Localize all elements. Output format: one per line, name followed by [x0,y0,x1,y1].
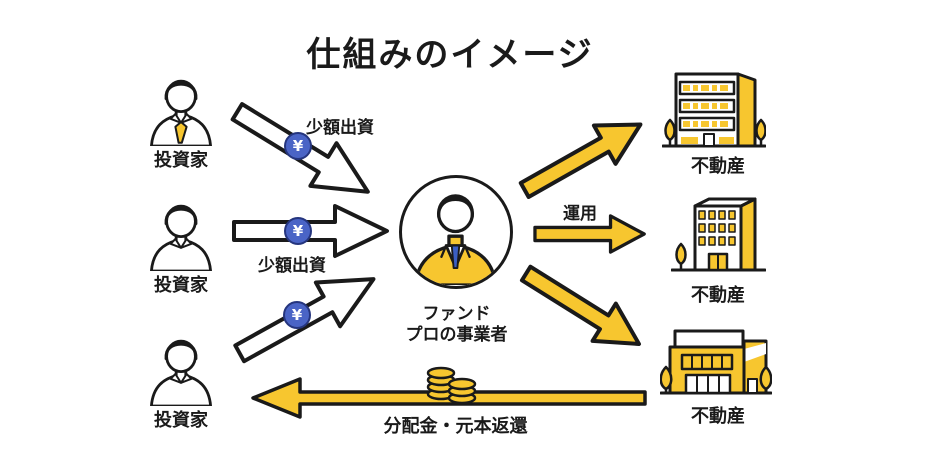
investor-icon [141,326,221,406]
property-label: 不動産 [691,156,745,177]
fund-label-line1: ファンド [422,304,491,324]
fund-label-line2: プロの事業者 [405,325,508,345]
yen-coin-icon: ¥ [284,217,312,245]
property-label: 不動産 [691,285,745,306]
coin-stack-icon [426,366,477,404]
investor-3: 投資家 [126,326,236,432]
investor-label: 投資家 [154,150,208,171]
investor-icon [141,66,221,146]
building-shop-icon [660,329,772,395]
investment-label-middle: 少額出資 [258,256,326,276]
operation-label: 運用 [563,204,597,224]
return-label: 分配金・元本返還 [383,416,528,437]
property-label: 不動産 [691,406,745,427]
building-apartment-icon [662,72,766,148]
investor-icon [141,191,221,271]
tie-shape [174,121,188,144]
diagram-title: 仕組みのイメージ [306,34,594,75]
fund-manager-icon [413,194,498,285]
investor-2: 投資家 [126,191,236,297]
operation-arrow-top [518,122,643,199]
building-office-icon [671,197,766,272]
yen-coin-icon: ¥ [284,132,312,160]
operation-arrow-bottom [519,264,641,346]
investor-label: 投資家 [154,410,208,431]
operation-arrow-middle [533,214,646,254]
yen-coin-icon: ¥ [283,301,311,329]
fund-circle [399,175,513,289]
investment-label-top: 少額出資 [306,118,374,138]
investor-1: 投資家 [126,66,236,172]
investor-label: 投資家 [154,275,208,296]
